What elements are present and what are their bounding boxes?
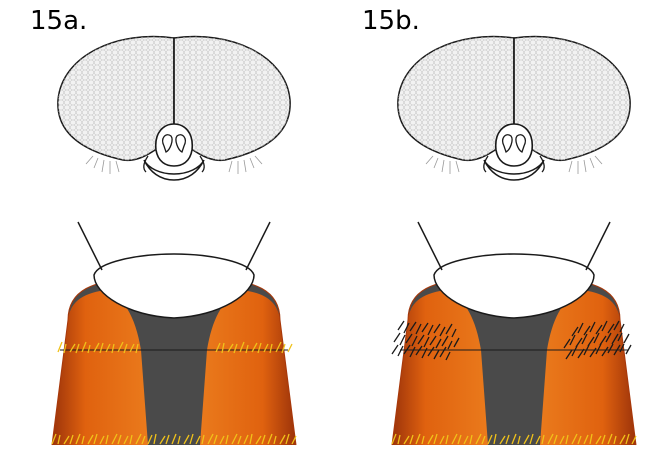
thorax-15a bbox=[52, 222, 296, 445]
head-15b bbox=[398, 37, 630, 180]
head-15a bbox=[58, 37, 290, 180]
